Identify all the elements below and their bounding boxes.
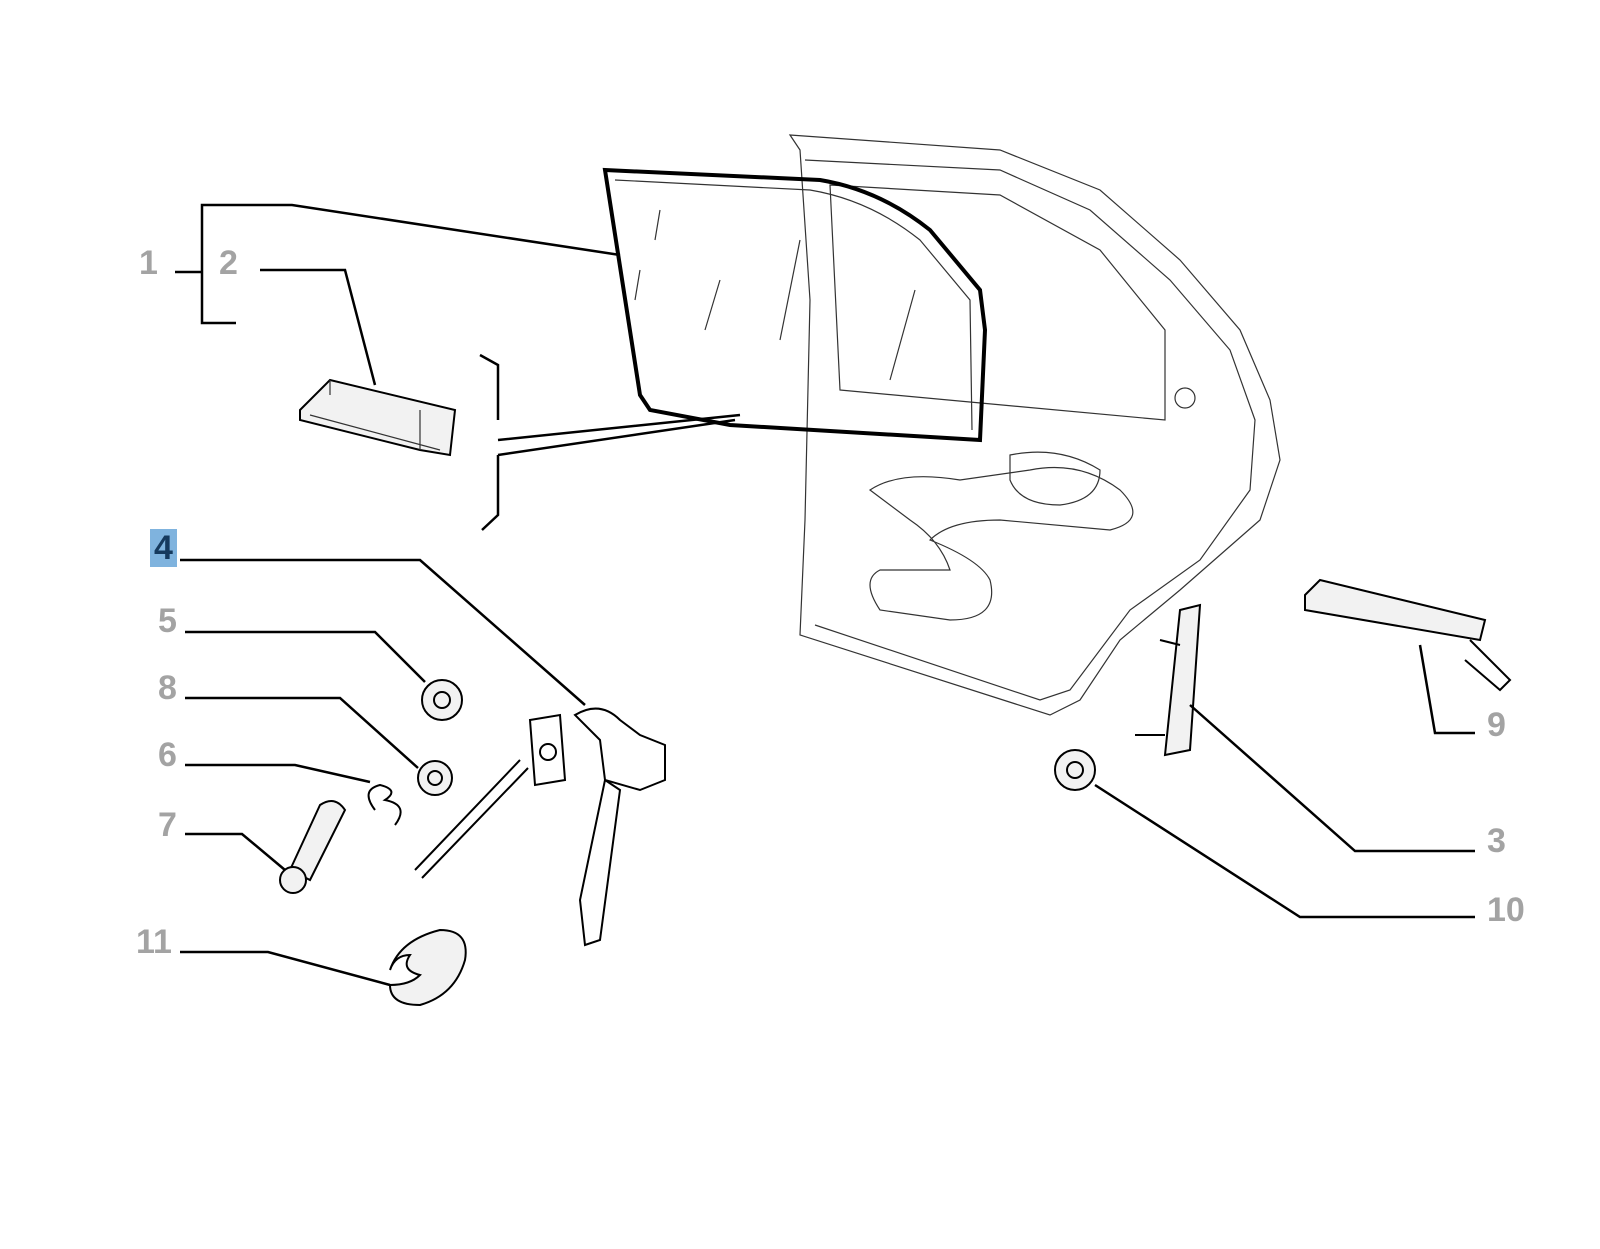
part-3-guide-rail <box>1135 603 1202 757</box>
label-10[interactable]: 10 <box>1487 891 1525 929</box>
part-2-glass-channel <box>299 378 457 457</box>
part-4-window-regulator <box>414 707 666 947</box>
part-7-window-crank <box>279 800 347 894</box>
part-8-bush <box>417 760 453 796</box>
label-7[interactable]: 7 <box>158 806 177 844</box>
label-3[interactable]: 3 <box>1487 822 1506 860</box>
label-9[interactable]: 9 <box>1487 706 1506 744</box>
door-glass <box>602 167 988 443</box>
label-11[interactable]: 11 <box>136 923 172 961</box>
label-2[interactable]: 2 <box>219 244 238 282</box>
part-11-escutcheon <box>388 928 467 1007</box>
label-4-selected[interactable]: 4 <box>150 529 177 567</box>
part-10-nut <box>1054 749 1096 791</box>
label-8[interactable]: 8 <box>158 669 177 707</box>
part-9-channel <box>1304 578 1512 692</box>
label-6[interactable]: 6 <box>158 736 177 774</box>
leader-lines <box>175 203 1475 987</box>
label-1[interactable]: 1 <box>139 244 158 282</box>
label-5[interactable]: 5 <box>158 602 177 640</box>
part-6-spring-clip <box>367 783 402 826</box>
rear-door-frame <box>788 134 1281 716</box>
part-5-nut <box>421 679 463 721</box>
